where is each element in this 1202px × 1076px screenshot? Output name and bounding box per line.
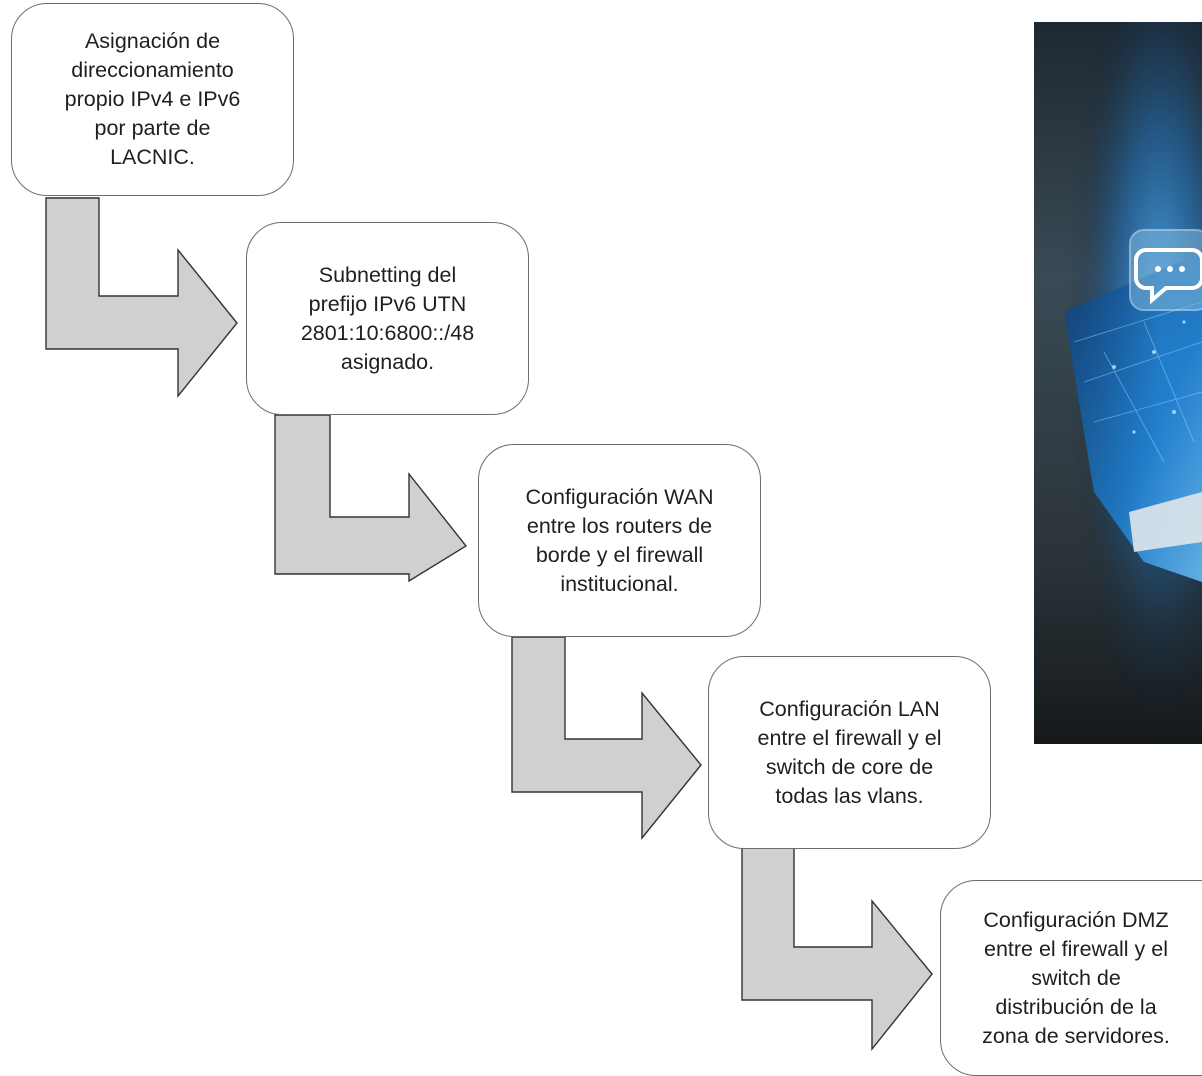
bent-arrow-1 [45, 197, 238, 398]
decorative-tech-image [1034, 22, 1202, 744]
step-text-5: Configuración DMZ entre el firewall y el… [982, 907, 1170, 1048]
step-box-2: Subnetting del prefijo IPv6 UTN 2801:10:… [246, 222, 529, 415]
bent-arrow-4 [741, 844, 933, 1051]
step-box-1: Asignación de direccionamiento propio IP… [11, 3, 294, 196]
step-text-1: Asignación de direccionamiento propio IP… [64, 29, 241, 169]
step-box-4: Configuración LAN entre el firewall y el… [708, 656, 991, 849]
step-box-3: Configuración WAN entre los routers de b… [478, 444, 761, 637]
step-text-2: Subnetting del prefijo IPv6 UTN 2801:10:… [300, 262, 475, 374]
step-text-3: Configuración WAN entre los routers de b… [525, 484, 714, 596]
step-text-4: Configuración LAN entre el firewall y el… [757, 696, 942, 808]
bent-arrow-3 [511, 636, 702, 840]
step-box-5: Configuración DMZ entre el firewall y el… [940, 880, 1202, 1076]
chat-bubble-icon [1129, 229, 1202, 311]
bent-arrow-2 [274, 414, 468, 583]
